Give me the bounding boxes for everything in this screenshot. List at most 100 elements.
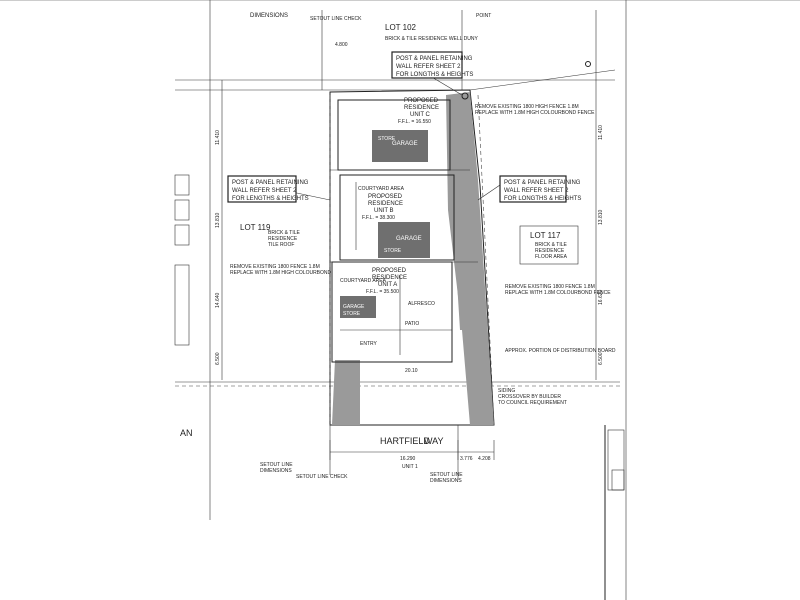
svg-text:POST & PANEL RETAINING: POST & PANEL RETAINING <box>396 56 473 62</box>
side-note-2: CROSSOVER BY BUILDER <box>498 394 561 400</box>
svg-text:FOR LONGTHS & HEIGHTS: FOR LONGTHS & HEIGHTS <box>504 196 581 202</box>
fence-note-top-1: REMOVE EXISTING 1800 HIGH FENCE 1.8M <box>475 104 579 110</box>
courtyard-b-label: COURTYARD AREA <box>358 186 405 192</box>
retaining-note-left: POST & PANEL RETAINING WALL REFER SHEET … <box>227 175 309 203</box>
lot-119-note-1: BRICK & TILE <box>268 230 301 236</box>
lot-117-label: LOT 117 <box>530 231 561 240</box>
svg-text:PROPOSED: PROPOSED <box>372 268 407 274</box>
retaining-note-top: POST & PANEL RETAINING WALL REFER SHEET … <box>391 51 473 79</box>
garage-c-hatch <box>372 130 428 162</box>
fence-note-left-1: REMOVE EXISTING 1800 FENCE 1.8M <box>230 264 320 270</box>
leader-left-note <box>291 191 331 201</box>
setout-right-1: SETOUT LINE <box>430 472 463 478</box>
right-partial-box-2 <box>611 469 625 491</box>
svg-text:POST & PANEL RETAINING: POST & PANEL RETAINING <box>504 180 581 186</box>
garage-c-label: GARAGE <box>392 141 418 147</box>
right-dim-2: 13.810 <box>598 209 604 225</box>
unit-b-outline <box>339 174 455 261</box>
lot-117-note-3: FLOOR AREA <box>535 254 568 260</box>
left-margin-table <box>174 174 190 346</box>
setout-left-1: SETOUT LINE <box>260 462 293 468</box>
retaining-note-right: POST & PANEL RETAINING WALL REFER SHEET … <box>499 175 581 203</box>
top-dim-4800: 4.800 <box>335 42 348 48</box>
survey-point-marker <box>461 92 469 100</box>
svg-text:F.F.L. = 16.550: F.F.L. = 16.550 <box>398 119 431 125</box>
front-landscape-hatch <box>332 360 360 425</box>
garage-b-hatch <box>378 222 430 258</box>
garage-a-label: GARAGE <box>343 304 365 310</box>
svg-text:FOR LONGTHS & HEIGHTS: FOR LONGTHS & HEIGHTS <box>396 72 473 78</box>
lot-119-note-3: TILE ROOF <box>268 242 294 248</box>
svg-text:POST & PANEL RETAINING: POST & PANEL RETAINING <box>232 180 309 186</box>
top-dimensions-label: DIMENSIONS <box>250 13 288 19</box>
garage-b-label: GARAGE <box>396 236 422 242</box>
dim-4208: 4.208 <box>478 456 491 462</box>
partial-plan-text: AN <box>180 428 193 438</box>
svg-text:F.F.L. = 35.500: F.F.L. = 35.500 <box>366 289 399 295</box>
right-dim-3: 16.620 <box>598 289 604 305</box>
unit-b-label: PROPOSED RESIDENCE UNIT B F.F.L. = 38.30… <box>362 194 403 221</box>
svg-text:PROPOSED: PROPOSED <box>368 194 403 200</box>
right-dim-1: 11.410 <box>598 125 604 140</box>
unit-c-label: PROPOSED RESIDENCE UNIT C F.F.L. = 16.55… <box>398 98 439 125</box>
right-partial-box <box>607 429 625 491</box>
fence-note-right-2: REPLACE WITH 1.8M COLOURBOND FENCE <box>505 290 611 296</box>
driveway-hatch-2 <box>455 250 480 330</box>
fence-note-left-2: REPLACE WITH 1.8M HIGH COLOURBOND <box>230 270 332 276</box>
dim-bottom: 16.290 <box>400 456 416 462</box>
dim-2010: 20.10 <box>405 368 418 374</box>
svg-text:UNIT C: UNIT C <box>410 112 431 118</box>
lot-117-building <box>519 225 579 265</box>
svg-text:UNIT A: UNIT A <box>378 282 397 288</box>
courtyard-a-label: COURTYARD AREA <box>340 278 387 284</box>
right-dim-4: 6.500 <box>598 352 604 365</box>
lot-117-note-2: RESIDENCE <box>535 248 565 254</box>
left-dim-3: 14.640 <box>215 292 221 308</box>
svg-text:UNIT B: UNIT B <box>374 208 394 214</box>
svg-text:RESIDENCE: RESIDENCE <box>368 201 403 207</box>
lot-117-note-1: BRICK & TILE <box>535 242 568 248</box>
store-b-label: STORE <box>384 248 402 254</box>
setout-right-2: DIMENSIONS <box>430 478 462 484</box>
svg-text:RESIDENCE: RESIDENCE <box>372 275 407 281</box>
lot-102-note: BRICK & TILE RESIDENCE WELL DUNY <box>385 36 478 42</box>
dim-3776: 3.776 <box>460 456 473 462</box>
store-c-label: STORE <box>378 136 396 142</box>
setout-check-bottom: SETOUT LINE CHECK <box>296 474 348 480</box>
approx-portion-note: APPROX. PORTION OF DISTRIBUTION BOARD <box>505 348 616 354</box>
left-dim-1: 11.410 <box>215 130 221 145</box>
side-note-1: SIDING <box>498 388 515 394</box>
svg-text:F.F.L. = 38.300: F.F.L. = 38.300 <box>362 215 395 221</box>
setout-left-2: DIMENSIONS <box>260 468 292 474</box>
unit-a-label: PROPOSED RESIDENCE UNIT A F.F.L. = 35.50… <box>366 268 407 295</box>
street-name: HARTFIELD <box>380 436 430 446</box>
svg-text:PROPOSED: PROPOSED <box>404 98 439 104</box>
entry-label: ENTRY <box>360 341 378 347</box>
left-dim-2: 13.810 <box>215 212 221 228</box>
svg-text:WALL REFER SHEET 2: WALL REFER SHEET 2 <box>396 64 461 70</box>
store-a-label: STORE <box>343 311 361 317</box>
svg-text:RESIDENCE: RESIDENCE <box>404 105 439 111</box>
top-point-label: POINT <box>476 13 491 19</box>
svg-text:WALL REFER SHEET 2: WALL REFER SHEET 2 <box>232 188 297 194</box>
side-note-3: TO COUNCIL REQUIREMENT <box>498 400 567 406</box>
survey-point-marker-2 <box>585 61 591 67</box>
top-boundary-angled <box>469 69 616 91</box>
leader-right-note <box>477 184 501 201</box>
lot-119-label: LOT 119 <box>240 223 271 232</box>
top-setout-check-label: SETOUT LINE CHECK <box>310 16 362 22</box>
right-fence-dash <box>477 94 495 426</box>
alfresco-label: ALFRESCO <box>408 301 435 307</box>
fence-note-right-1: REMOVE EXISTING 1800 FENCE 1.8M <box>505 284 595 290</box>
street-way: WAY <box>424 436 444 446</box>
left-dim-4: 6.500 <box>215 352 221 365</box>
svg-text:WALL REFER SHEET 2: WALL REFER SHEET 2 <box>504 188 569 194</box>
unit-1-label: UNIT 1 <box>402 464 418 470</box>
patio-label: PATIO <box>405 321 419 327</box>
lot-119-note-2: RESIDENCE <box>268 236 298 242</box>
svg-text:FOR LENGTHS & HEIGHTS: FOR LENGTHS & HEIGHTS <box>232 196 309 202</box>
lot-102-label: LOT 102 <box>385 23 417 32</box>
garage-a-hatch <box>340 296 376 318</box>
fence-note-top-2: REPLACE WITH 1.8M HIGH COLOURBOND FENCE <box>475 110 595 116</box>
